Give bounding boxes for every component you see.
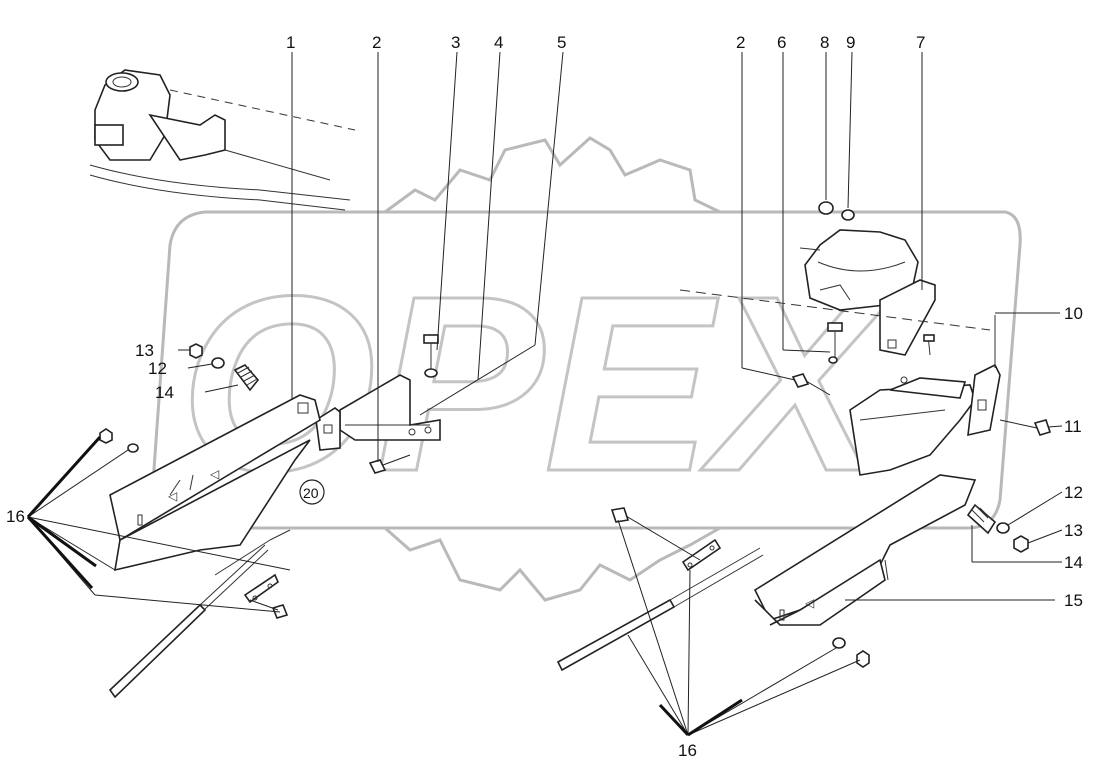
bolt-small-part-7 (923, 334, 935, 356)
callout-4: 4 (494, 33, 503, 52)
callout-20: 20 (303, 485, 319, 501)
washer-part-16-left-b (127, 443, 139, 453)
opex-watermark-logo: OPEX (148, 136, 1022, 602)
callout-5: 5 (557, 33, 566, 52)
callout-15: 15 (1064, 591, 1083, 610)
callout-12-right: 12 (1064, 483, 1083, 502)
right-cutter-guard-part-15: ◁ (753, 474, 977, 626)
callout-8: 8 (820, 33, 829, 52)
group-16-arrows (26, 435, 743, 737)
callout-13-left: 13 (135, 341, 154, 360)
clamp-plate-part-1 (315, 407, 341, 451)
callout-3: 3 (451, 33, 460, 52)
deflector-plate (849, 376, 976, 476)
linkage-rod-left (108, 529, 291, 699)
callout-2-right: 2 (736, 33, 745, 52)
bolt-part-2-left (368, 454, 411, 474)
svg-text:◁: ◁ (210, 467, 220, 481)
washer-part-16-right-a (832, 637, 846, 649)
nut-part-13-left (189, 343, 203, 359)
chute-hopper (799, 229, 919, 311)
nut-part-16-right-b (856, 650, 870, 668)
mount-bracket-part-10 (967, 315, 1001, 437)
assembly-circle (299, 479, 325, 505)
svg-text:◁: ◁ (168, 489, 178, 503)
callout-13-right: 13 (1064, 521, 1083, 540)
callout-10: 10 (1064, 304, 1083, 323)
callout-14-right: 14 (1064, 553, 1083, 572)
callout-16-left: 16 (6, 507, 25, 526)
callout-labels: 1 2 3 4 5 2 6 8 9 7 13 12 14 10 11 12 13… (6, 33, 1083, 760)
gearbox-housing (89, 69, 356, 211)
callout-6: 6 (777, 33, 786, 52)
callout-12-left: 12 (148, 359, 167, 378)
nut-part-13-right (1013, 535, 1029, 553)
spring-part-14-left (233, 364, 260, 392)
callout-7: 7 (916, 33, 925, 52)
callout-2-left: 2 (372, 33, 381, 52)
leader-lines (27, 51, 1063, 736)
bolt-part-11 (999, 419, 1052, 436)
support-bracket-part-7 (879, 279, 936, 356)
callout-11: 11 (1064, 417, 1082, 436)
callout-16-bottom: 16 (678, 741, 697, 760)
linkage-rod-right (556, 507, 764, 672)
washer-part-9 (841, 209, 855, 221)
washer-part-12-right (996, 522, 1010, 534)
callout-1: 1 (286, 33, 295, 52)
svg-text:◁: ◁ (805, 596, 815, 610)
callout-9: 9 (846, 33, 855, 52)
bolt-part-2-right (791, 373, 831, 396)
callout-14-left: 14 (155, 383, 174, 402)
spring-part-14-right (966, 503, 997, 535)
washer-part-12-left (211, 357, 225, 369)
nut-part-8 (818, 201, 834, 215)
mounting-bracket-part-4 (339, 374, 441, 441)
bolt-part-6 (827, 322, 843, 364)
nut-part-16-left-a (99, 428, 113, 444)
watermark-text: OPEX (180, 244, 893, 523)
